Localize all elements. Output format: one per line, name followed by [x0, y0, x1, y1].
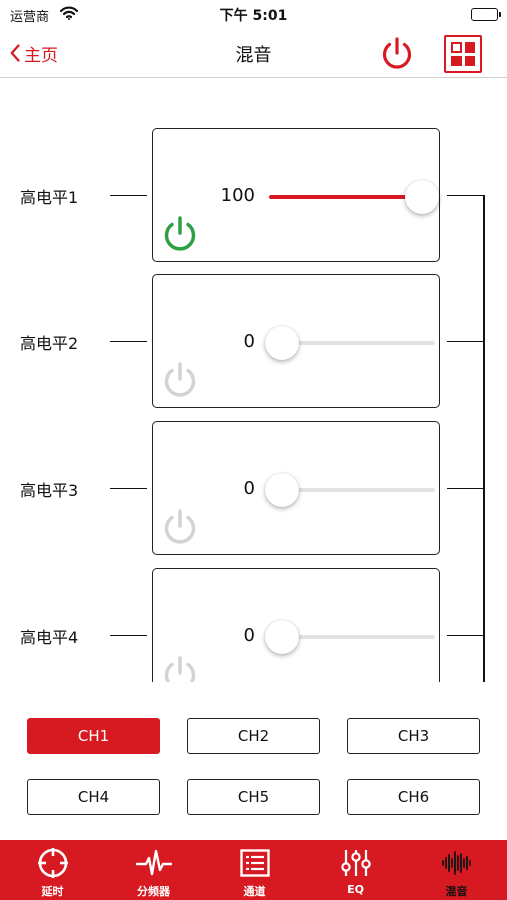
grid-menu-button[interactable] [444, 35, 482, 73]
row-label: 高电平3 [20, 481, 79, 500]
row-label: 高电平1 [20, 188, 79, 207]
level-value: 0 [243, 331, 255, 352]
mixer-card: 0 [152, 274, 440, 408]
crosshair-icon [37, 848, 68, 878]
channel-button-ch4[interactable]: CH4 [27, 779, 160, 815]
connector-line [110, 341, 147, 342]
tab-label: EQ [347, 883, 364, 896]
tab-crossover[interactable]: 分频器 [103, 840, 204, 900]
connector-line [110, 195, 147, 196]
slider-thumb[interactable] [405, 180, 439, 214]
mix-bus-line [483, 195, 485, 682]
power-icon[interactable] [159, 213, 201, 255]
power-icon[interactable] [159, 359, 201, 401]
tab-channel[interactable]: 通道 [204, 840, 305, 900]
bottom-tab-bar: 延时 分频器 通道 [0, 840, 507, 900]
power-icon[interactable] [159, 506, 201, 548]
connector-line [447, 341, 484, 342]
status-bar: 运营商 下午 5:01 [0, 0, 507, 28]
connector-line [110, 635, 147, 636]
grid-cell [451, 55, 462, 66]
channel-button-ch6[interactable]: CH6 [347, 779, 480, 815]
channel-button-ch1[interactable]: CH1 [27, 718, 160, 754]
mixer-row: 高电平3 0 [0, 421, 507, 556]
list-panel-icon [239, 849, 270, 877]
mixer-card: 0 [152, 568, 440, 682]
connector-line [447, 195, 484, 196]
tab-label: 分频器 [137, 885, 170, 898]
mixer-row: 高电平1 100 [0, 128, 507, 263]
master-power-button[interactable] [378, 34, 416, 72]
page-title: 混音 [235, 45, 272, 66]
tab-label: 延时 [41, 885, 64, 898]
navigation-bar: 主页 混音 [0, 28, 507, 78]
tab-delay[interactable]: 延时 [2, 840, 103, 900]
tab-label: 通道 [243, 885, 266, 898]
slider-thumb[interactable] [265, 473, 299, 507]
tab-label: 混音 [445, 885, 468, 898]
mixer-row: 高电平2 0 [0, 274, 507, 409]
grid-cell [451, 42, 462, 53]
grid-cell [464, 55, 475, 66]
tab-mix[interactable]: 混音 [406, 840, 507, 900]
equalizer-sliders-icon [340, 850, 371, 876]
wifi-icon [59, 5, 79, 24]
mixer-panel: 高电平1 100 高电平2 0 高电平3 [0, 79, 507, 682]
back-button[interactable]: 主页 [10, 40, 58, 66]
grid-cell [464, 42, 475, 53]
slider-thumb[interactable] [265, 620, 299, 654]
clock: 下午 5:01 [219, 8, 288, 24]
waveform-pulse-icon [135, 849, 172, 876]
slider-thumb[interactable] [265, 326, 299, 360]
level-slider[interactable] [269, 341, 435, 345]
channel-button-ch2[interactable]: CH2 [187, 718, 320, 754]
slider-fill [269, 195, 435, 199]
channel-button-ch3[interactable]: CH3 [347, 718, 480, 754]
connector-line [110, 488, 147, 489]
connector-line [447, 635, 484, 636]
row-label: 高电平2 [20, 334, 79, 353]
level-slider[interactable] [269, 635, 435, 639]
level-value: 0 [243, 478, 255, 499]
level-slider[interactable] [269, 195, 435, 199]
carrier-name: 运营商 [10, 10, 50, 25]
power-icon [382, 37, 412, 69]
tab-eq[interactable]: EQ [305, 840, 406, 900]
channel-button-ch5[interactable]: CH5 [187, 779, 320, 815]
back-label: 主页 [24, 45, 58, 66]
connector-line [447, 488, 484, 489]
mixer-card: 0 [152, 421, 440, 555]
sound-wave-icon [441, 851, 471, 875]
battery-icon [471, 8, 501, 21]
power-icon[interactable] [159, 653, 201, 682]
level-value: 100 [220, 185, 255, 206]
level-slider[interactable] [269, 488, 435, 492]
chevron-left-icon [10, 44, 20, 62]
mixer-card: 100 [152, 128, 440, 262]
row-label: 高电平4 [20, 628, 79, 647]
level-value: 0 [243, 625, 255, 646]
mixer-row: 高电平4 0 [0, 568, 507, 682]
